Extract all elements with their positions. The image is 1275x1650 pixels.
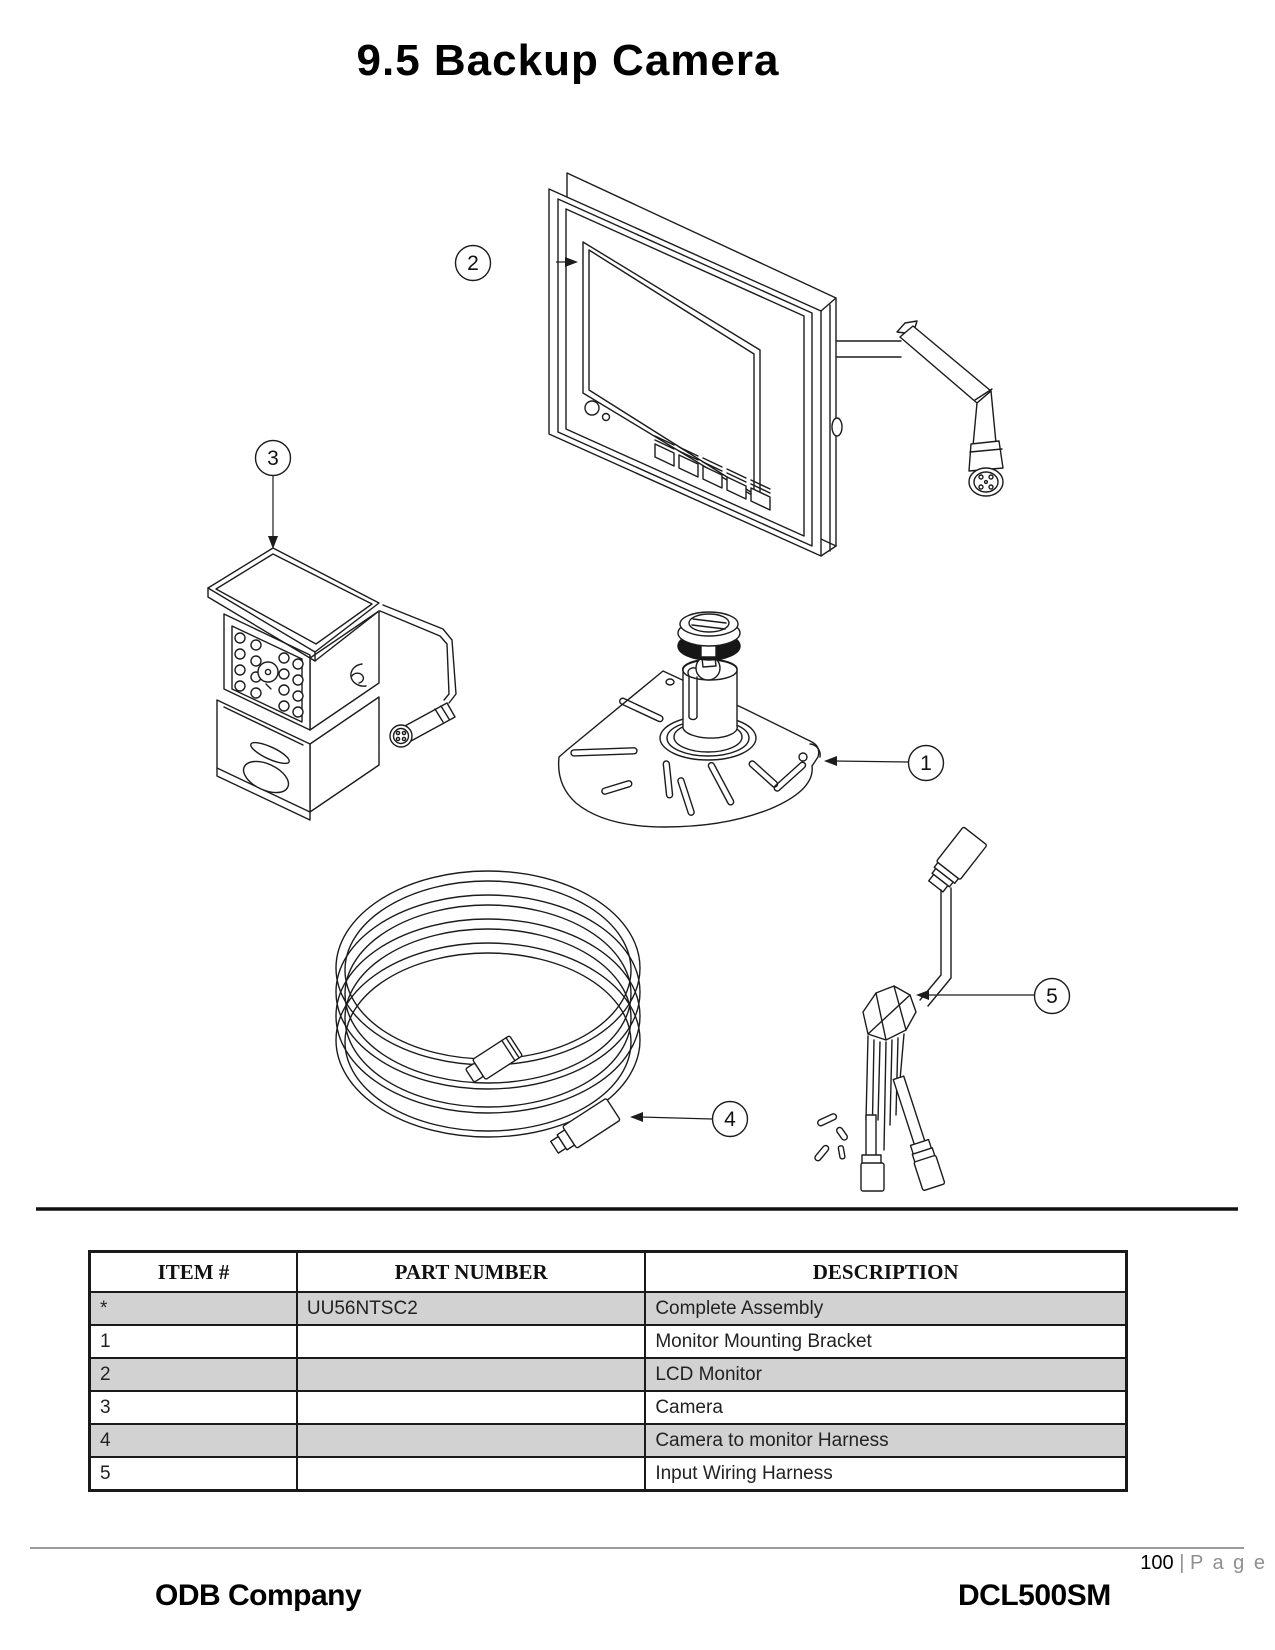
monitor-cable (836, 321, 1003, 496)
callout-label: 5 (1046, 985, 1058, 1008)
callout-circle (713, 1102, 748, 1137)
harness-top-connector (924, 827, 987, 896)
table-header-row: ITEM # PART NUMBER DESCRIPTION (88, 1250, 1128, 1293)
harness-connector-right (888, 1074, 945, 1190)
cell-item: 3 (88, 1390, 298, 1425)
callout-1: 1 (824, 746, 944, 781)
coil-connector-end (547, 1098, 620, 1158)
camera-drawing (208, 548, 456, 820)
cell-part (295, 1357, 647, 1392)
col-header-item: ITEM # (88, 1250, 298, 1293)
page-number: 100 | P a g e (1140, 1552, 1267, 1575)
cell-part: UU56NTSC2 (295, 1291, 647, 1326)
cell-desc: Camera to monitor Harness (644, 1423, 1128, 1458)
callout-label: 2 (467, 252, 479, 275)
table-row: 3 Camera (88, 1390, 1128, 1425)
cell-part (295, 1390, 647, 1425)
cell-desc: LCD Monitor (644, 1357, 1128, 1392)
monitor-buttons (655, 436, 770, 510)
cell-desc: Complete Assembly (644, 1291, 1128, 1326)
camera-led-array (235, 633, 303, 717)
callout-circle (909, 746, 944, 781)
footer-company: ODB Company (155, 1579, 362, 1612)
lcd-monitor-drawing (549, 173, 1003, 556)
callout-3: 3 (256, 441, 291, 549)
callout-circle (456, 246, 491, 281)
cell-item: 5 (88, 1456, 298, 1492)
mounting-bracket-drawing (559, 612, 821, 827)
footer-model: DCL500SM (958, 1579, 1111, 1612)
callout-5: 5 (916, 979, 1070, 1014)
callout-circle (256, 441, 291, 476)
page-title: 9.5 Backup Camera (356, 36, 780, 85)
cell-item: 1 (88, 1324, 298, 1359)
parts-diagram: 2 3 1 4 5 (0, 128, 1275, 1220)
cell-desc: Monitor Mounting Bracket (644, 1324, 1128, 1359)
camera-lens (258, 662, 278, 689)
cell-item: 4 (88, 1423, 298, 1458)
callout-2: 2 (456, 246, 578, 281)
harness-clips (814, 1113, 849, 1162)
input-harness-drawing (814, 827, 987, 1191)
coil-connector-mid (463, 1036, 522, 1086)
coil-harness-drawing (336, 871, 640, 1158)
cell-desc: Input Wiring Harness (644, 1456, 1128, 1492)
cell-part (295, 1423, 647, 1458)
page-word: P a g e (1189, 1552, 1267, 1574)
page-number-separator: | (1179, 1552, 1185, 1574)
page-number-value: 100 (1140, 1552, 1174, 1574)
callout-circle (1035, 979, 1070, 1014)
callout-4: 4 (630, 1102, 748, 1137)
harness-connector-left (861, 1115, 884, 1191)
col-header-description: DESCRIPTION (644, 1250, 1128, 1293)
cell-desc: Camera (644, 1390, 1128, 1425)
parts-table: ITEM # PART NUMBER DESCRIPTION *UU56NTSC… (88, 1250, 1128, 1492)
table-row: 5 Input Wiring Harness (88, 1456, 1128, 1492)
cell-part (295, 1324, 647, 1359)
callout-label: 3 (267, 447, 279, 470)
table-row: 2 LCD Monitor (88, 1357, 1128, 1392)
callout-label: 1 (920, 752, 932, 775)
col-header-part-number: PART NUMBER (295, 1250, 647, 1293)
cell-part (295, 1456, 647, 1492)
callout-label: 4 (724, 1108, 736, 1131)
table-row: 4 Camera to monitor Harness (88, 1423, 1128, 1458)
table-row: 1 Monitor Mounting Bracket (88, 1324, 1128, 1359)
bracket-slots (571, 697, 807, 816)
footer-rule (30, 1547, 1244, 1549)
cell-item: * (88, 1291, 298, 1326)
cell-item: 2 (88, 1357, 298, 1392)
